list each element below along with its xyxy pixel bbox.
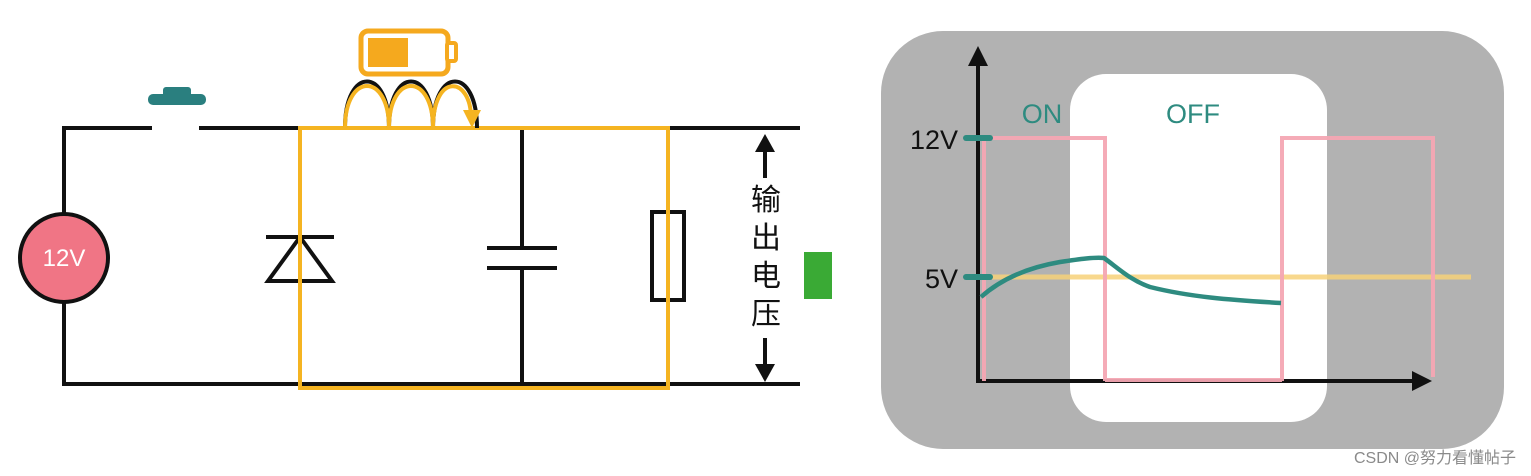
output-voltage-label: 输 出 电 压 bbox=[751, 184, 781, 331]
watermark: CSDN @努力看懂帖子 bbox=[1354, 449, 1516, 467]
inductor-current bbox=[343, 84, 473, 129]
phase-on-label: ON bbox=[1022, 99, 1063, 129]
voltage-source: 12V bbox=[18, 212, 110, 304]
battery-icon bbox=[358, 28, 458, 77]
y-axis-arrowhead bbox=[968, 46, 988, 66]
output-label-char-2: 出 bbox=[751, 222, 781, 255]
capacitor bbox=[487, 246, 557, 270]
output-label-char-1: 输 bbox=[751, 184, 781, 217]
level-mid-label: 5V bbox=[925, 264, 958, 294]
output-voltage-arrow bbox=[755, 134, 775, 382]
output-indicator bbox=[804, 252, 832, 299]
switch-button bbox=[148, 87, 206, 105]
source-label: 12V bbox=[43, 245, 86, 272]
inductor-arrowhead bbox=[463, 110, 481, 128]
x-axis-arrowhead bbox=[1412, 371, 1432, 391]
off-phase-highlight bbox=[1070, 74, 1327, 422]
inductor bbox=[343, 79, 479, 129]
waveform-panel: 12V 5V ON OFF bbox=[881, 31, 1504, 449]
level-high-label: 12V bbox=[910, 125, 958, 155]
circuit-wires bbox=[62, 126, 800, 386]
phase-off-label: OFF bbox=[1166, 99, 1220, 129]
y-ticks bbox=[963, 135, 993, 280]
output-label-char-3: 电 bbox=[751, 260, 781, 293]
current-path-loop bbox=[298, 126, 670, 390]
output-label-char-4: 压 bbox=[751, 298, 781, 331]
capacitor-voltage-curve bbox=[979, 255, 1282, 306]
circuit: 12V bbox=[18, 28, 832, 390]
